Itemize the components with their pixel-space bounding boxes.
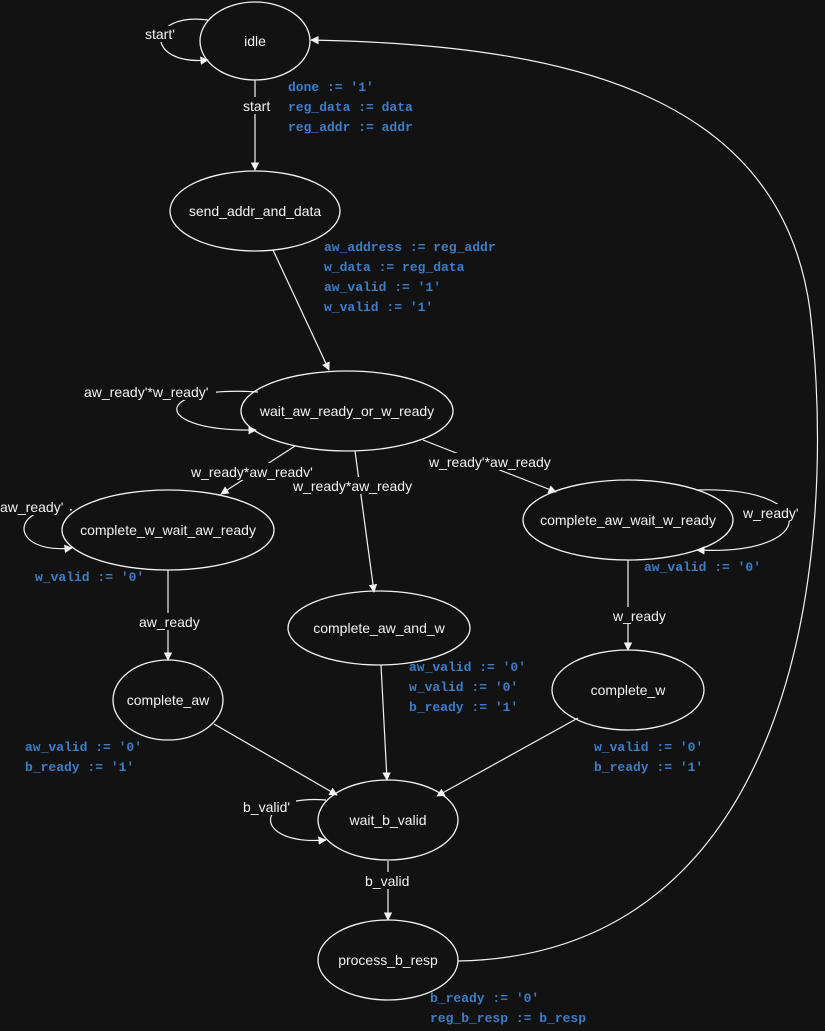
state-complete-w: complete_w [551,649,705,731]
label-to-complete-aw: aw_ready [139,614,200,630]
edge-wait-to-complete-aw-and-w [354,450,378,593]
actions: done := '1' reg_data := data reg_addr :=… [25,80,761,1026]
action-line: reg_addr := addr [288,120,413,135]
actions-complete-aw-and-w: aw_valid := '0' w_valid := '0' b_ready :… [409,660,526,715]
edge-complete-w-to-wait-b [436,717,579,797]
action-line: reg_b_resp := b_resp [430,1011,586,1026]
label-complete-aw-wait-w-self: w_ready' [742,505,799,521]
edge-complete-w-wait-aw-self [23,508,73,553]
edge-wait-self [176,390,259,435]
label-wait-to-complete-w-wait-aw: w_ready*aw_ready' [190,464,313,480]
action-line: aw_valid := '0' [644,560,761,575]
state-wait-aw-ready-or-w-ready: wait_aw_ready_or_w_ready [240,370,454,452]
state-complete-w-wait-aw-ready-label: complete_w_wait_aw_ready [80,522,256,538]
edge-complete-aw-to-wait-b [213,723,338,796]
action-line: aw_valid := '1' [324,280,441,295]
state-complete-aw-wait-w-ready: complete_aw_wait_w_ready [522,479,734,561]
transition-labels: start' start aw_ready'*w_ready' w_ready*… [0,26,806,889]
action-line: b_ready := '1' [409,700,518,715]
action-line: aw_address := reg_addr [324,240,496,255]
action-line: w_data := reg_data [324,260,465,275]
action-line: w_valid := '0' [409,680,518,695]
edge-process-to-idle [310,35,819,962]
state-send-addr-and-data: send_addr_and_data [169,170,341,252]
label-wait-to-complete-aw-wait-w: w_ready'*aw_ready [428,454,551,470]
action-line: done := '1' [288,80,374,95]
action-line: b_ready := '0' [430,991,539,1006]
label-idle-to-send: start [243,98,270,114]
state-wait-b-valid: wait_b_valid [317,779,459,861]
label-wait-self: aw_ready'*w_ready' [84,384,208,400]
actions-complete-w: w_valid := '0' b_ready := '1' [594,740,703,775]
action-line: b_ready := '1' [25,760,134,775]
action-line: aw_valid := '0' [25,740,142,755]
label-to-complete-w: w_ready [612,608,666,624]
states: idle send_addr_and_data wait_aw_ready_or… [61,1,734,1001]
edges [23,18,819,962]
label-wait-to-complete-aw-and-w: w_ready*aw_ready [292,478,412,494]
action-line: b_ready := '1' [594,760,703,775]
actions-idle: done := '1' reg_data := data reg_addr :=… [288,80,413,135]
state-send-addr-and-data-label: send_addr_and_data [189,203,322,219]
actions-complete-w-wait-aw-ready: w_valid := '0' [35,570,144,585]
state-idle: idle [199,1,311,81]
actions-complete-aw-wait-w-ready: aw_valid := '0' [644,560,761,575]
state-complete-w-label: complete_w [591,682,667,698]
state-complete-aw-and-w: complete_aw_and_w [287,590,471,666]
label-to-process-b-resp: b_valid [365,873,409,889]
state-complete-aw-and-w-label: complete_aw_and_w [313,620,445,636]
action-line: w_valid := '0' [35,570,144,585]
state-wait-aw-ready-or-w-ready-label: wait_aw_ready_or_w_ready [259,403,434,419]
actions-send-addr-and-data: aw_address := reg_addr w_data := reg_dat… [324,240,496,315]
edge-send-to-wait [272,249,330,371]
state-complete-aw-label: complete_aw [127,692,210,708]
state-complete-aw-wait-w-ready-label: complete_aw_wait_w_ready [540,512,716,528]
state-complete-w-wait-aw-ready: complete_w_wait_aw_ready [61,489,275,571]
actions-process-b-resp: b_ready := '0' reg_b_resp := b_resp [430,991,586,1026]
action-line: aw_valid := '0' [409,660,526,675]
action-line: w_valid := '1' [324,300,433,315]
label-complete-w-wait-aw-self: aw_ready' [0,499,63,515]
action-line: w_valid := '0' [594,740,703,755]
edge-wait-b-valid-self [270,798,327,845]
edge-complete-aw-and-w-to-wait-b [380,664,391,781]
action-line: reg_data := data [288,100,413,115]
actions-complete-aw: aw_valid := '0' b_ready := '1' [25,740,142,775]
state-idle-label: idle [244,33,266,49]
state-complete-aw: complete_aw [112,659,224,741]
state-wait-b-valid-label: wait_b_valid [348,812,426,828]
label-wait-b-valid-self: b_valid' [243,799,290,815]
state-process-b-resp-label: process_b_resp [338,952,438,968]
state-process-b-resp: process_b_resp [317,919,459,1001]
label-idle-self: start' [145,26,175,42]
